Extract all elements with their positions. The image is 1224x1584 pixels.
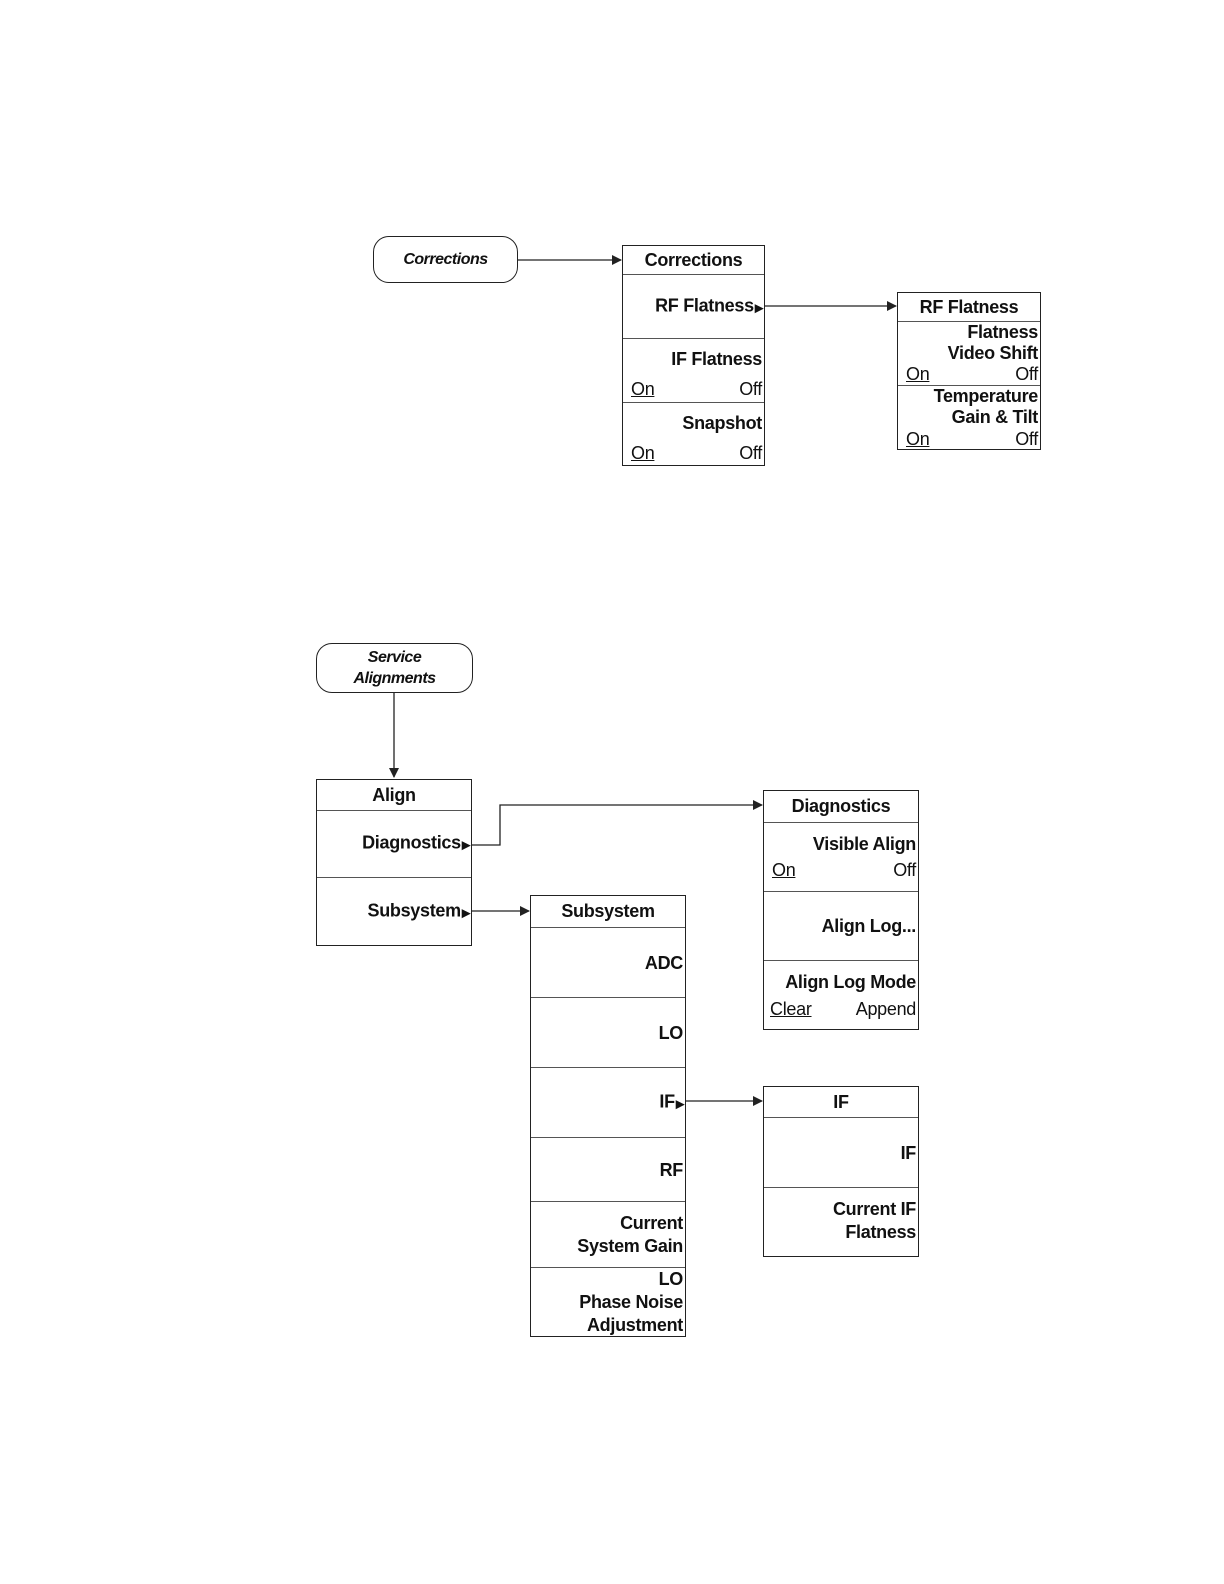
softkey-subsystem-label: Subsystem: [367, 900, 461, 920]
softkey-align-log-mode[interactable]: Align Log Mode Clear Append: [764, 961, 918, 1030]
softkey-temperature-gain-tilt[interactable]: Temperature Gain & Tilt On Off: [898, 386, 1040, 450]
corrections-menu-title: Corrections: [623, 246, 764, 275]
softkey-align-log-label: Align Log...: [821, 916, 917, 936]
if-flatness-on: On: [631, 379, 655, 399]
diagnostics-menu-title: Diagnostics: [764, 791, 918, 823]
align-menu-title: Align: [317, 780, 471, 811]
align-log-mode-clear: Clear: [770, 999, 812, 1019]
submenu-arrow-icon: ▶: [461, 839, 470, 852]
snapshot-toggle: On Off: [631, 443, 762, 464]
softkey-if-flatness[interactable]: IF Flatness On Off: [623, 339, 764, 403]
softkey-subsystem[interactable]: Subsystem▶: [317, 878, 471, 945]
softkey-rf-flatness[interactable]: RF Flatness▶: [623, 275, 764, 339]
softkey-visible-align[interactable]: Visible Align On Off: [764, 823, 918, 892]
snapshot-on: On: [631, 443, 655, 463]
softkey-diagnostics[interactable]: Diagnostics▶: [317, 811, 471, 878]
align-menu: Align Diagnostics▶ Subsystem▶: [316, 779, 472, 946]
subsystem-menu: Subsystem ADC LO IF▶ RF Current System G…: [530, 895, 686, 1337]
softkey-flatness-video-shift[interactable]: Flatness Video Shift On Off: [898, 322, 1040, 386]
flatness-video-shift-off: Off: [1015, 364, 1038, 384]
snapshot-off: Off: [739, 443, 762, 463]
softkey-if-align-label: IF: [900, 1142, 917, 1163]
softkey-if-label: IF: [659, 1091, 675, 1111]
temperature-gain-tilt-off: Off: [1015, 429, 1038, 449]
softkey-if-flatness-label: IF Flatness: [671, 349, 762, 369]
softkey-visible-align-label: Visible Align: [812, 834, 916, 854]
softkey-lo-phase-noise-adjustment[interactable]: LO Phase Noise Adjustment: [531, 1268, 685, 1338]
softkey-adc[interactable]: ADC: [531, 928, 685, 998]
if-menu: IF IF Current IF Flatness: [763, 1086, 919, 1257]
softkey-align-log-mode-label: Align Log Mode: [785, 972, 916, 992]
softkey-flatness-video-shift-label: Flatness Video Shift: [947, 322, 1039, 363]
temperature-gain-tilt-toggle: On Off: [906, 429, 1038, 450]
softkey-current-system-gain-label: Current System Gain: [577, 1213, 683, 1256]
align-log-mode-toggle: Clear Append: [770, 999, 916, 1020]
softkey-lo-label: LO: [658, 1022, 684, 1043]
softkey-rf-label: RF: [659, 1159, 684, 1180]
softkey-align-log[interactable]: Align Log...: [764, 892, 918, 961]
service-alignments-key-label: Service Alignments: [353, 649, 436, 687]
submenu-arrow-icon: ▶: [461, 907, 470, 919]
softkey-current-system-gain[interactable]: Current System Gain: [531, 1202, 685, 1268]
softkey-current-if-flatness-label: Current IF Flatness: [832, 1199, 916, 1242]
flatness-video-shift-toggle: On Off: [906, 364, 1038, 385]
if-flatness-toggle: On Off: [631, 379, 762, 400]
rf-flatness-menu: RF Flatness Flatness Video Shift On Off …: [897, 292, 1041, 450]
softkey-lo[interactable]: LO: [531, 998, 685, 1068]
if-menu-title: IF: [764, 1087, 918, 1118]
diagnostics-menu: Diagnostics Visible Align On Off Align L…: [763, 790, 919, 1030]
if-flatness-off: Off: [739, 379, 762, 399]
corrections-key-label: Corrections: [403, 251, 488, 268]
flatness-video-shift-on: On: [906, 364, 930, 384]
arrow-diagnostics-to-menu: [471, 800, 763, 846]
softkey-snapshot-label: Snapshot: [682, 413, 762, 433]
visible-align-on: On: [772, 860, 796, 880]
rf-flatness-menu-title: RF Flatness: [898, 293, 1040, 322]
softkey-snapshot[interactable]: Snapshot On Off: [623, 403, 764, 466]
submenu-arrow-icon: ▶: [754, 302, 763, 314]
softkey-rf[interactable]: RF: [531, 1138, 685, 1202]
corrections-menu: Corrections RF Flatness▶ IF Flatness On …: [622, 245, 765, 466]
subsystem-menu-title: Subsystem: [531, 896, 685, 928]
softkey-current-if-flatness[interactable]: Current IF Flatness: [764, 1188, 918, 1256]
softkey-rf-flatness-label: RF Flatness: [655, 295, 754, 315]
softkey-adc-label: ADC: [644, 952, 683, 973]
softkey-temperature-gain-tilt-label: Temperature Gain & Tilt: [933, 386, 1039, 427]
softkey-if-align[interactable]: IF: [764, 1118, 918, 1188]
visible-align-off: Off: [893, 860, 916, 880]
submenu-arrow-icon: ▶: [675, 1098, 684, 1110]
softkey-if[interactable]: IF▶: [531, 1068, 685, 1138]
service-alignments-key[interactable]: Service Alignments: [316, 643, 473, 693]
align-log-mode-append: Append: [855, 999, 917, 1019]
softkey-lo-phase-noise-adjustment-label: LO Phase Noise Adjustment: [579, 1269, 683, 1335]
softkey-diagnostics-label: Diagnostics: [362, 832, 461, 853]
visible-align-toggle: On Off: [772, 860, 916, 881]
temperature-gain-tilt-on: On: [906, 429, 930, 449]
corrections-key[interactable]: Corrections: [373, 236, 518, 283]
